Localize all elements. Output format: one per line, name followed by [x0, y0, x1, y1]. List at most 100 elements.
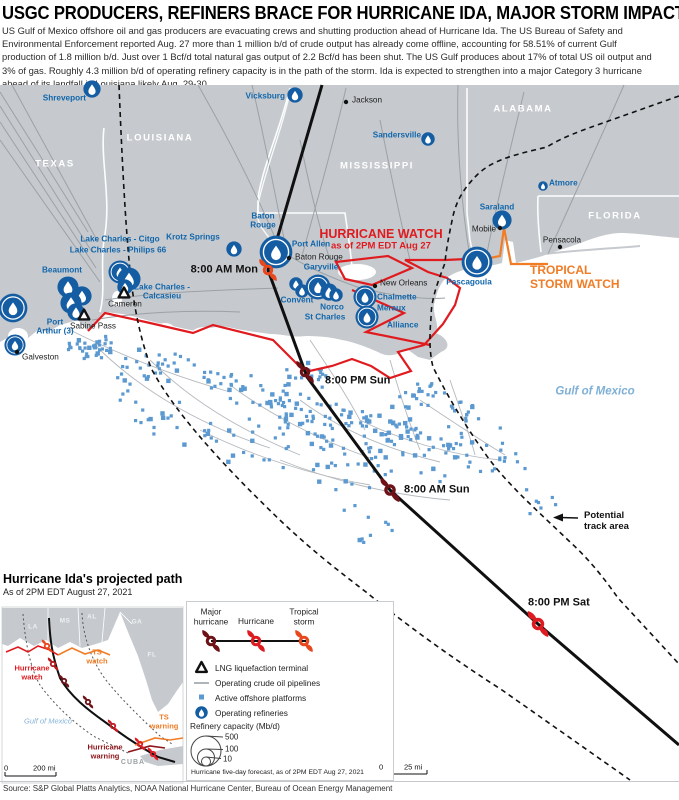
offshore-platform	[406, 405, 411, 410]
offshore-platform	[350, 421, 354, 425]
offshore-platform	[356, 462, 360, 466]
offshore-platform	[203, 370, 207, 375]
offshore-platform	[550, 495, 554, 500]
offshore-platform	[420, 389, 424, 393]
refinery-icon	[195, 706, 208, 719]
offshore-platform	[447, 447, 451, 451]
offshore-platform	[273, 399, 278, 403]
offshore-platform	[251, 430, 255, 434]
offshore-platform	[498, 426, 502, 430]
legend-tropical-storm-label: Tropical storm	[289, 606, 319, 626]
offshore-platform	[459, 431, 463, 436]
offshore-platform	[330, 461, 334, 465]
offshore-platform	[470, 403, 475, 408]
offshore-platform	[319, 445, 323, 450]
offshore-platform	[126, 389, 130, 393]
offshore-platform	[247, 417, 251, 421]
refinery-marker	[287, 87, 303, 103]
inset-scalebar-label: 200 mi	[33, 763, 56, 773]
offshore-platform	[373, 455, 378, 459]
offshore-platform	[283, 420, 287, 424]
offshore-platform	[359, 421, 363, 425]
offshore-platform	[465, 453, 469, 457]
offshore-platform	[426, 436, 432, 441]
offshore-platform	[367, 486, 372, 490]
offshore-platform	[250, 454, 254, 458]
offshore-platform	[308, 409, 312, 414]
offshore-platform	[476, 417, 481, 421]
offshore-platform	[347, 424, 351, 428]
offshore-platform	[311, 468, 316, 472]
major-hurricane-icon	[200, 630, 222, 652]
legend-row-platforms: Active offshore platforms	[193, 690, 389, 705]
offshore-platform	[404, 405, 408, 409]
offshore-platform	[249, 374, 253, 378]
offshore-platform	[469, 440, 475, 445]
offshore-platform	[319, 371, 323, 375]
offshore-platform	[447, 425, 451, 429]
offshore-platform	[364, 442, 368, 446]
offshore-platform	[174, 368, 180, 373]
offshore-platform	[368, 533, 373, 537]
offshore-platform	[118, 398, 122, 402]
offshore-platform	[403, 391, 408, 395]
offshore-platform	[283, 416, 289, 422]
offshore-platform	[278, 415, 282, 419]
refinery-marker	[355, 305, 378, 328]
offshore-platform	[528, 512, 532, 516]
offshore-platform	[216, 372, 220, 376]
offshore-platform	[135, 360, 139, 364]
offshore-platform	[389, 439, 394, 443]
offshore-platform	[523, 466, 527, 471]
offshore-platform	[283, 405, 287, 409]
offshore-platform	[502, 459, 507, 463]
legend-item-label: Active offshore platforms	[215, 692, 307, 703]
offshore-platform	[76, 338, 82, 343]
city-dot	[286, 255, 292, 261]
offshore-platform	[104, 338, 108, 342]
offshore-platform	[353, 504, 357, 508]
offshore-platform	[160, 362, 165, 366]
offshore-platform	[222, 375, 226, 380]
offshore-platform	[384, 433, 388, 437]
offshore-platform	[388, 419, 393, 424]
offshore-platform	[166, 416, 170, 420]
offshore-platform	[343, 479, 348, 484]
offshore-platform	[493, 467, 497, 471]
offshore-platform	[125, 365, 129, 369]
offshore-platform	[124, 356, 128, 361]
offshore-platform	[287, 399, 292, 403]
offshore-platform	[378, 448, 383, 454]
offshore-platform	[444, 451, 448, 455]
offshore-platform	[92, 345, 98, 350]
offshore-platform	[323, 422, 327, 427]
offshore-platform	[284, 391, 289, 397]
offshore-platform	[134, 418, 138, 423]
offshore-platform	[281, 465, 285, 470]
offshore-platform	[414, 426, 418, 431]
legend-item-label: Operating refineries	[215, 707, 288, 718]
offshore-platform	[415, 397, 419, 401]
offshore-platform	[305, 431, 311, 436]
offshore-platform	[320, 385, 324, 389]
offshore-platform	[383, 473, 387, 477]
offshore-platform	[330, 426, 334, 431]
offshore-platform	[451, 406, 455, 410]
offshore-platform	[226, 428, 232, 433]
offshore-platform	[334, 402, 338, 406]
offshore-platform	[339, 413, 344, 417]
offshore-platform	[405, 425, 409, 429]
offshore-platforms	[66, 334, 558, 544]
offshore-platform	[377, 413, 382, 418]
offshore-platform	[192, 363, 196, 367]
offshore-platform	[305, 419, 310, 423]
offshore-platform	[202, 375, 206, 379]
offshore-platform	[417, 387, 422, 391]
offshore-platform	[258, 403, 262, 407]
offshore-platform	[449, 404, 454, 408]
offshore-platform	[284, 413, 288, 418]
inset-subtitle: As of 2PM EDT August 27, 2021	[3, 587, 133, 597]
offshore-platform	[386, 430, 392, 435]
offshore-platform	[364, 424, 369, 428]
